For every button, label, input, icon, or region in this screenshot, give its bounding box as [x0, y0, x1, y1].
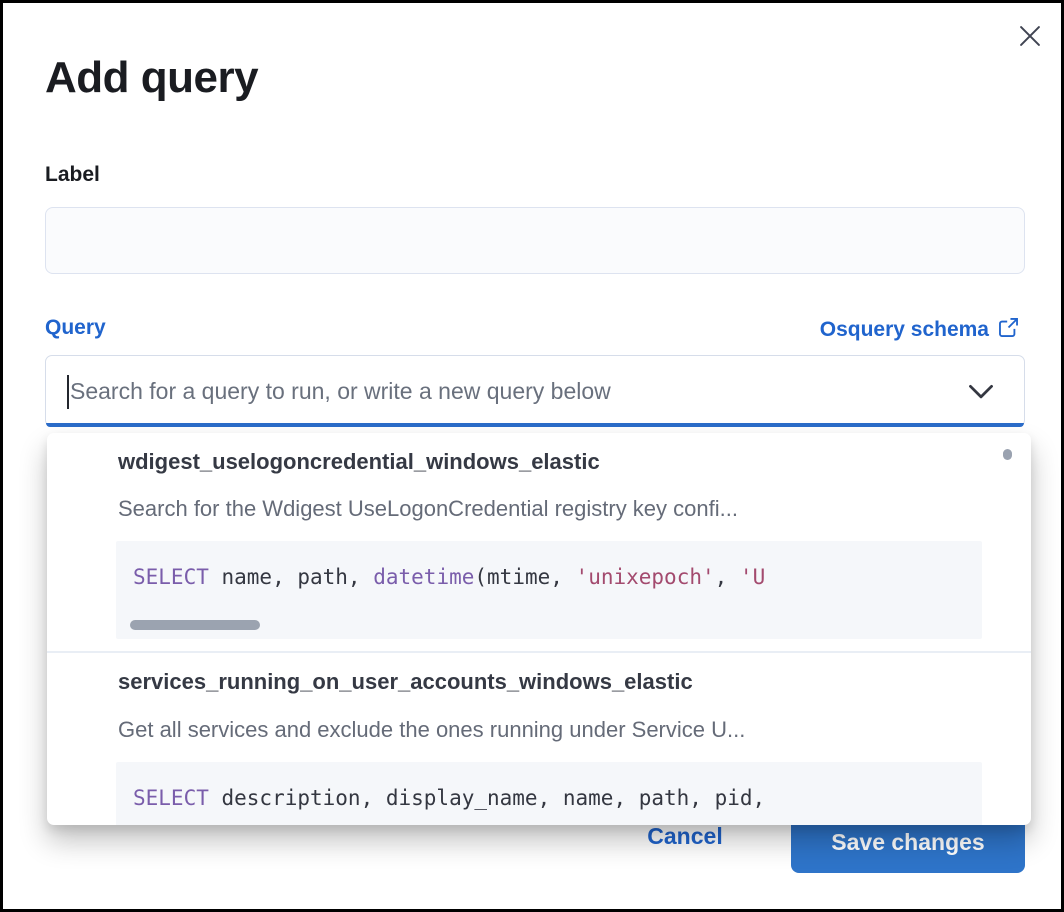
chevron-down-icon[interactable] [968, 381, 994, 403]
query-field-label: Query [45, 316, 106, 339]
close-icon[interactable] [1013, 19, 1047, 53]
external-link-icon [998, 315, 1019, 344]
text-caret [67, 375, 69, 409]
query-option-description: Search for the Wdigest UseLogonCredentia… [118, 496, 738, 521]
query-option-code-block: SELECT description, display_name, name, … [116, 762, 982, 825]
osquery-schema-link[interactable]: Osquery schema [820, 315, 1019, 344]
query-option-description: Get all services and exclude the ones ru… [118, 717, 746, 742]
vertical-scrollbar-thumb[interactable] [1003, 449, 1012, 460]
cancel-button[interactable]: Cancel [647, 822, 723, 849]
osquery-schema-link-label: Osquery schema [819, 317, 989, 341]
sql-code: SELECT description, display_name, name, … [133, 786, 766, 810]
modal-title: Add query [45, 53, 259, 102]
combobox-placeholder: Search for a query to run, or write a ne… [70, 378, 611, 404]
query-suggestions-dropdown: wdigest_uselogoncredential_windows_elast… [47, 433, 1031, 825]
query-search-combobox[interactable]: Search for a query to run, or write a ne… [45, 355, 1025, 427]
query-option-code-block: SELECT name, path, datetime(mtime, 'unix… [116, 541, 982, 639]
horizontal-scrollbar-thumb[interactable] [130, 620, 260, 630]
sql-code: SELECT name, path, datetime(mtime, 'unix… [133, 565, 766, 589]
label-input[interactable] [45, 207, 1025, 274]
query-option-title: wdigest_uselogoncredential_windows_elast… [118, 449, 600, 474]
label-field-label: Label [45, 163, 100, 186]
query-option-title: services_running_on_user_accounts_window… [118, 669, 693, 694]
option-divider [47, 651, 1031, 653]
